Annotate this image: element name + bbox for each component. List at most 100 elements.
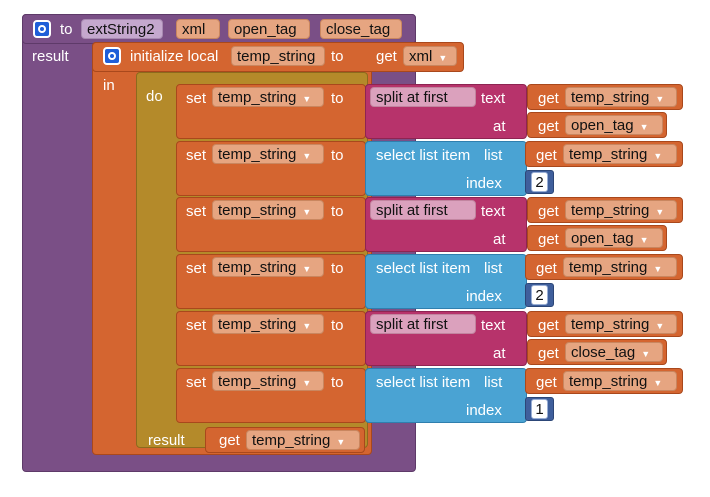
select-list-item-label: select list item (376, 147, 471, 164)
chevron-down-icon: ▼ (653, 378, 663, 388)
set-to-label: to (331, 90, 344, 107)
get-label: get (538, 317, 559, 334)
set-label: set (186, 203, 207, 220)
get-text-var-dropdown-value: temp_string (571, 316, 650, 333)
index-number-field[interactable]: 1 (531, 399, 548, 419)
select-list-item-block[interactable] (365, 141, 527, 196)
set-label: set (186, 147, 207, 164)
get-label: get (536, 147, 557, 164)
local-get-var-value: xml (409, 48, 433, 65)
chevron-down-icon: ▼ (302, 94, 312, 104)
get-text-var-dropdown-value: temp_string (571, 89, 650, 106)
split-mode-dropdown[interactable]: split at first (370, 200, 476, 220)
set-label: set (186, 317, 207, 334)
get-list-var-dropdown-value: temp_string (569, 259, 648, 276)
final-get-var-dropdown[interactable]: temp_string ▼ (246, 430, 360, 450)
set-to-label: to (331, 147, 344, 164)
chevron-down-icon: ▼ (655, 207, 665, 217)
get-at-var-dropdown[interactable]: open_tag▼ (565, 115, 663, 135)
select-list-item-label: select list item (376, 374, 471, 391)
select-list-item-block[interactable] (365, 254, 527, 309)
split-at-label: at (493, 231, 506, 248)
chevron-down-icon: ▼ (302, 207, 312, 217)
set-label: set (186, 374, 207, 391)
procedure-to-label: to (60, 21, 73, 38)
select-list-label: list (484, 260, 503, 277)
split-text-label: text (481, 90, 506, 107)
get-at-var-dropdown[interactable]: open_tag▼ (565, 228, 663, 248)
get-at-var-dropdown[interactable]: close_tag▼ (565, 342, 663, 362)
local-get-label: get (376, 48, 397, 65)
param-close-tag[interactable]: close_tag (320, 19, 402, 39)
get-text-var-dropdown[interactable]: temp_string ▼ (565, 314, 677, 334)
set-var-dropdown-value: temp_string (218, 202, 297, 219)
get-list-var-dropdown[interactable]: temp_string▼ (563, 371, 677, 391)
select-index-label: index (466, 175, 502, 192)
get-text-var-dropdown-value: temp_string (571, 202, 650, 219)
set-var-dropdown[interactable]: temp_string ▼ (212, 257, 324, 277)
final-get-label: get (219, 432, 240, 449)
set-label: set (186, 90, 207, 107)
initialize-local-label: initialize local (130, 48, 219, 65)
set-var-dropdown[interactable]: temp_string ▼ (212, 371, 324, 391)
split-at-label: at (493, 345, 506, 362)
get-list-var-dropdown[interactable]: temp_string ▼ (563, 257, 677, 277)
chevron-down-icon: ▼ (655, 94, 665, 104)
get-list-var-dropdown[interactable]: temp_string▼ (563, 144, 677, 164)
chevron-down-icon: ▼ (641, 349, 651, 359)
get-text-var-dropdown[interactable]: temp_string ▼ (565, 200, 677, 220)
local-get-var-dropdown[interactable]: xml▼ (403, 46, 457, 66)
select-index-label: index (466, 402, 502, 419)
param-open-tag[interactable]: open_tag (228, 19, 310, 39)
index-number-field[interactable]: 2 (531, 172, 548, 192)
local-var-name-field[interactable]: temp_string (231, 46, 325, 66)
set-var-dropdown[interactable]: temp_string ▼ (212, 314, 324, 334)
param-xml[interactable]: xml (176, 19, 220, 39)
local-gear-icon[interactable] (103, 47, 121, 65)
do-result-label: result (148, 432, 185, 449)
do-label: do (146, 88, 163, 105)
mutator-gear-icon[interactable] (33, 20, 51, 38)
index-number-field[interactable]: 2 (531, 285, 548, 305)
chevron-down-icon: ▼ (302, 151, 312, 161)
split-at-label: at (493, 118, 506, 135)
split-mode-dropdown[interactable]: split at first (370, 314, 476, 334)
split-mode-dropdown[interactable]: split at first (370, 87, 476, 107)
get-label: get (538, 231, 559, 248)
set-var-dropdown-value: temp_string (218, 259, 297, 276)
select-list-label: list (484, 374, 503, 391)
set-to-label: to (331, 317, 344, 334)
set-var-dropdown-value: temp_string (218, 89, 297, 106)
get-label: get (538, 118, 559, 135)
get-at-var-dropdown-value: open_tag (571, 230, 634, 247)
set-var-dropdown-value: temp_string (218, 373, 297, 390)
set-var-dropdown[interactable]: temp_string ▼ (212, 200, 324, 220)
chevron-down-icon: ▼ (336, 437, 346, 447)
get-list-var-dropdown-value: temp_string (569, 146, 648, 163)
get-at-var-dropdown-value: open_tag (571, 117, 634, 134)
chevron-down-icon: ▼ (302, 321, 312, 331)
procedure-name-field[interactable]: extString2 (81, 19, 163, 39)
set-to-label: to (331, 260, 344, 277)
chevron-down-icon: ▼ (302, 378, 312, 388)
get-label: get (536, 374, 557, 391)
procedure-result-label: result (32, 48, 69, 65)
set-var-dropdown[interactable]: temp_string▼ (212, 144, 324, 164)
get-text-var-dropdown[interactable]: temp_string ▼ (565, 87, 677, 107)
local-to-label: to (331, 48, 344, 65)
select-list-item-label: select list item (376, 260, 471, 277)
set-label: set (186, 260, 207, 277)
chevron-down-icon: ▼ (302, 264, 312, 274)
split-text-label: text (481, 203, 506, 220)
set-var-dropdown[interactable]: temp_string ▼ (212, 87, 324, 107)
select-list-label: list (484, 147, 503, 164)
set-var-dropdown-value: temp_string (218, 316, 297, 333)
split-text-label: text (481, 317, 506, 334)
get-label: get (538, 90, 559, 107)
set-to-label: to (331, 374, 344, 391)
select-list-item-block[interactable] (365, 368, 527, 423)
chevron-down-icon: ▼ (655, 321, 665, 331)
chevron-down-icon: ▼ (653, 264, 663, 274)
get-label: get (538, 345, 559, 362)
final-get-var-value: temp_string (252, 432, 331, 449)
